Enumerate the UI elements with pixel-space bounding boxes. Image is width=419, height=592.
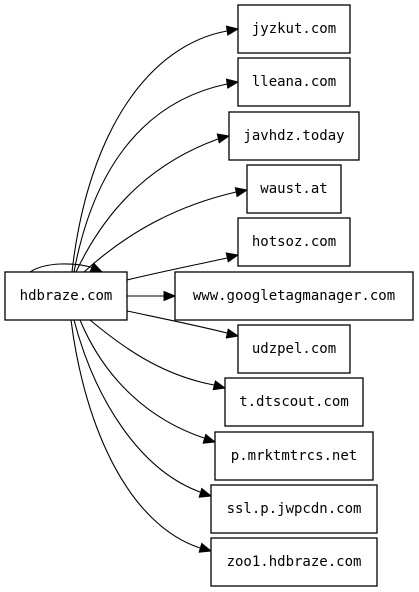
node-target-label: www.googletagmanager.com [193,288,395,304]
edge-line [73,83,228,273]
node-target: udzpel.com [237,324,351,374]
node-target-label: hotsoz.com [252,234,336,250]
node-target-box [228,111,360,161]
node-target-box [246,164,342,214]
edges-group [29,25,249,553]
edge-arrowhead [202,433,217,444]
node-target-label: javhdz.today [243,128,344,144]
node-target: hotsoz.com [237,217,351,267]
node-target: p.mrktmtrcs.net [214,431,374,481]
edge-line [71,30,228,273]
edge-arrowhead [225,328,240,339]
node-target: waust.at [246,164,342,214]
node-target-box [210,484,378,534]
node-target-box [237,217,351,267]
node-target-box [237,324,351,374]
node-target-label: zoo1.hdbraze.com [227,554,362,570]
edge-arrowhead [216,133,231,144]
edge-line [73,319,201,493]
node-target: javhdz.today [228,111,360,161]
edge-line [126,257,228,281]
nodes-group: hdbraze.com jyzkut.com lleana.com javhdz… [4,4,414,587]
node-target-box [214,431,374,481]
node-target-label: ssl.p.jwpcdn.com [227,501,362,517]
node-target-label: t.dtscout.com [239,394,349,410]
edge-line [89,319,215,386]
node-target-box [210,537,378,587]
node-target-label: p.mrktmtrcs.net [231,448,357,464]
node-target: jyzkut.com [237,4,351,54]
node-target-box [224,377,364,427]
node-target-label: lleana.com [252,74,336,90]
edge-line [126,310,228,334]
edge-arrowhead [198,487,213,498]
node-target: zoo1.hdbraze.com [210,537,378,587]
edge-arrowhead [163,290,177,302]
edge-line [83,191,237,273]
edge-arrowhead [225,25,240,36]
edge-arrowhead [225,78,240,89]
edge-line [70,319,201,549]
node-target: www.googletagmanager.com [174,271,414,321]
node-target-label: waust.at [260,181,327,197]
edge-line [75,138,219,273]
node-target: lleana.com [237,57,351,107]
edge-line [79,319,205,439]
node-source-box [4,271,128,321]
node-target-label: jyzkut.com [252,21,336,37]
edge-arrowhead [198,542,213,553]
edge-arrowhead [234,187,249,198]
node-source-label: hdbraze.com [20,288,113,304]
node-target-label: udzpel.com [252,341,336,357]
node-target-box [237,57,351,107]
node-source: hdbraze.com [4,271,128,321]
edge-arrowhead [212,380,227,391]
node-target: t.dtscout.com [224,377,364,427]
node-target-box [237,4,351,54]
node-target: ssl.p.jwpcdn.com [210,484,378,534]
edge-arrowhead [225,252,240,263]
node-target-box [174,271,414,321]
self-loop-edge [29,263,95,273]
